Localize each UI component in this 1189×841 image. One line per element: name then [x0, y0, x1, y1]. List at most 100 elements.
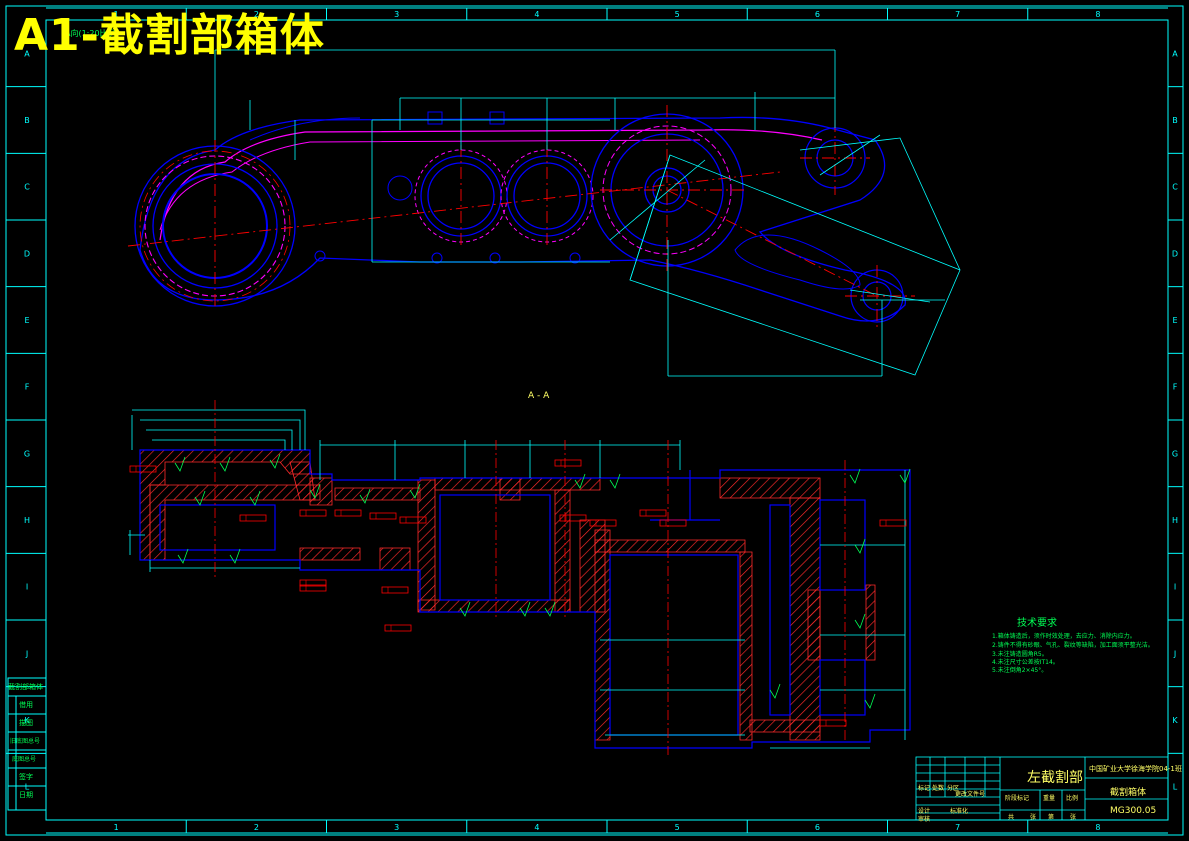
- side-table-row: 描图: [19, 719, 33, 727]
- frame-row-label: B: [24, 116, 30, 125]
- tolerance-tag: [129, 465, 157, 473]
- tb-label: 审核: [918, 816, 931, 823]
- roughness-symbol: [864, 693, 876, 709]
- frame-row-label: I: [1174, 583, 1176, 592]
- tb-label: 第: [1048, 814, 1055, 821]
- frame-col-label: 4: [534, 10, 539, 19]
- roughness-symbol: [194, 490, 206, 506]
- tolerance-tag: [559, 514, 587, 522]
- frame-col-label: 8: [1095, 10, 1100, 19]
- roughness-symbol: [359, 488, 371, 504]
- tech-line: 1.箱体铸造后，须作时效处理，去应力、消除内应力。: [992, 633, 1136, 640]
- tolerance-tag: [384, 624, 412, 632]
- side-table-row: 签字: [19, 773, 33, 781]
- frame-row-label: F: [25, 383, 30, 392]
- roughness-symbol: [174, 456, 186, 472]
- frame-row-label: F: [1173, 383, 1178, 392]
- side-table-row: 借用: [19, 701, 33, 709]
- roughness-symbol: [574, 473, 586, 489]
- frame-row-label: J: [25, 649, 28, 658]
- frame-row-label: A: [24, 49, 30, 58]
- frame-row-label: G: [24, 449, 30, 458]
- frame-col-label: 3: [394, 10, 399, 19]
- frame-col-label: 1: [114, 823, 119, 832]
- tolerance-tag: [369, 512, 397, 520]
- frame-row-label: D: [24, 249, 30, 258]
- title-block-school: 中国矿业大学徐海学院04-1班: [1089, 765, 1182, 773]
- tb-label: 分区: [947, 785, 960, 792]
- frame-col-label: 6: [815, 823, 820, 832]
- frame-col-label: 2: [254, 823, 259, 832]
- roughness-symbol: [609, 473, 621, 489]
- frame-col-label: 8: [1095, 823, 1100, 832]
- tolerance-tag: [381, 586, 409, 594]
- drawing-title: A1-截割部箱体: [14, 10, 325, 61]
- title-block-part-name: 截割箱体: [1110, 788, 1147, 798]
- tolerance-tag: [659, 519, 687, 527]
- tb-label: 共: [1008, 814, 1015, 821]
- frame-col-label: 7: [955, 10, 960, 19]
- frame-row-label: C: [24, 183, 30, 192]
- frame-row-label: G: [1172, 449, 1178, 458]
- roughness-symbol: [459, 601, 471, 617]
- frame-col-label: 5: [675, 823, 680, 832]
- frame-row-label: E: [24, 316, 29, 325]
- tb-label: 重量: [1043, 795, 1056, 802]
- side-table-row: 截割部箱体: [8, 683, 43, 691]
- title-block-drawing-no: MG300.05: [1110, 806, 1157, 816]
- frame-row-label: L: [25, 783, 30, 792]
- tolerance-tag: [299, 509, 327, 517]
- tb-label: 标记: [918, 785, 931, 792]
- roughness-symbol: [769, 683, 781, 699]
- frame-col-label: 7: [955, 823, 960, 832]
- upper-view-label: A向(1:20比例): [65, 28, 119, 38]
- title-block-drawing-name: 左截割部: [1027, 770, 1083, 786]
- upper-view: A向(1:20比例): [65, 28, 961, 377]
- frame-col-label: 6: [815, 10, 820, 19]
- frame-row-label: E: [1172, 316, 1177, 325]
- roughness-symbol: [409, 483, 421, 499]
- tech-line: 3.未注铸造圆角R5。: [992, 651, 1048, 658]
- frame-row-label: H: [1172, 516, 1178, 525]
- tb-label: 张: [1030, 814, 1037, 821]
- frame-row-label: I: [26, 583, 28, 592]
- tech-line: 4.未注尺寸公差按IT14。: [992, 659, 1059, 666]
- roughness-symbol: [219, 456, 231, 472]
- tb-label: 处数: [932, 785, 945, 792]
- frame-row-label: D: [1172, 249, 1178, 258]
- roughness-symbol: [519, 601, 531, 617]
- frame-row-label: L: [1173, 783, 1178, 792]
- tb-label: 张: [1070, 814, 1077, 821]
- roughness-symbol: [177, 548, 189, 564]
- tolerance-tag: [239, 514, 267, 522]
- frame-col-label: 3: [394, 823, 399, 832]
- section-label: A - A: [528, 391, 550, 401]
- tech-line: 2.铸件不得有砂眼、气孔、裂纹等缺陷，加工面须平整光洁。: [992, 642, 1154, 649]
- roughness-symbol: [899, 468, 911, 484]
- roughness-symbol: [854, 538, 866, 554]
- side-table: [7, 677, 47, 811]
- frame-row-label: H: [24, 516, 30, 525]
- tolerance-tag: [554, 459, 582, 467]
- frame-row-label: C: [1172, 183, 1178, 192]
- tolerance-tag: [589, 519, 617, 527]
- tolerance-tag: [879, 519, 907, 527]
- frame-grid-ticks: [6, 8, 1183, 833]
- roughness-symbol: [249, 490, 261, 506]
- frame-row-label: K: [1172, 716, 1178, 725]
- tech-line: 5.未注倒角2×45°。: [992, 667, 1048, 674]
- tb-label: 标准化: [950, 808, 969, 815]
- frame-col-label: 2: [254, 10, 259, 19]
- tolerance-tag: [399, 516, 427, 524]
- tb-label: 设计: [918, 808, 931, 815]
- roughness-symbol: [544, 601, 556, 617]
- tolerance-tag: [639, 509, 667, 517]
- frame-col-label: 4: [534, 823, 539, 832]
- frame-row-label: K: [24, 716, 30, 725]
- side-table-row: 旧底图总号: [10, 738, 41, 745]
- tb-label: 比例: [1066, 795, 1079, 802]
- tolerance-tag: [334, 509, 362, 517]
- frame-col-label: 5: [675, 10, 680, 19]
- frame-row-label: J: [1173, 649, 1176, 658]
